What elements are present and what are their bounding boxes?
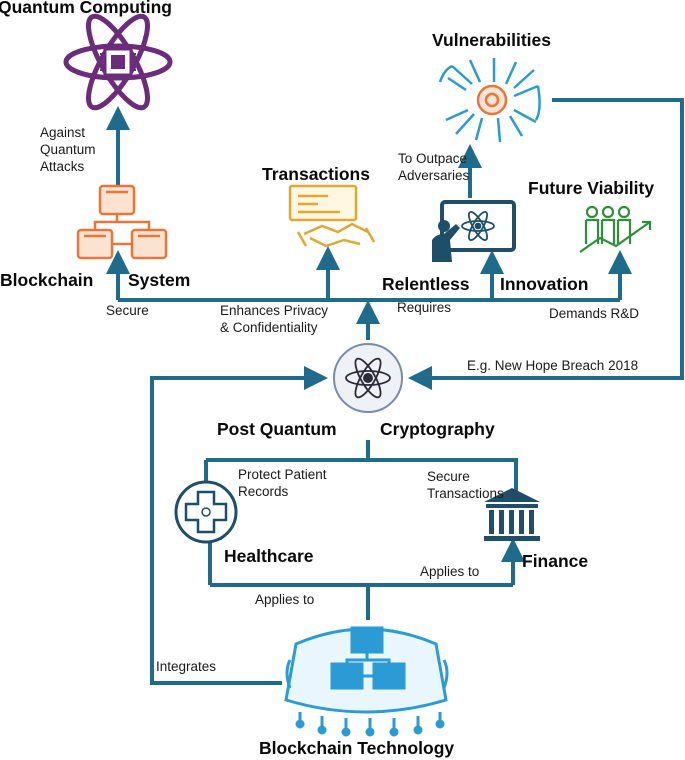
future-viability-icon: [579, 205, 652, 253]
pqc-icon: [333, 343, 403, 413]
node-relentless-innovation-part1: Relentless: [382, 274, 470, 294]
node-healthcare: Healthcare: [224, 546, 314, 566]
edge-label-integrates: Integrates: [156, 659, 217, 674]
edge-label-applies-health: Applies to: [255, 592, 315, 607]
arrow-integrates-to-pqc: [150, 366, 328, 685]
node-transactions: Transactions: [262, 164, 370, 184]
edge-label-protect-patient: Protect Patient Records: [238, 467, 327, 499]
vulnerabilities-icon: [438, 58, 541, 143]
edge-label-requires: Requires: [397, 300, 452, 315]
finance-icon: [484, 488, 540, 541]
node-future-viability: Future Viability: [528, 178, 655, 198]
node-pqc-part1: Post Quantum: [217, 419, 337, 439]
edge-label-outpace: To Outpace Adversaries: [398, 151, 470, 183]
edge-label-against-quantum: Against Quantum Attacks: [40, 125, 96, 174]
node-blockchain-technology: Blockchain Technology: [259, 738, 455, 758]
transactions-icon: [288, 184, 376, 248]
node-quantum-computing: Quantum Computing: [0, 0, 173, 17]
node-relentless-innovation-part2: Innovation: [500, 274, 589, 294]
edge-label-enhances-privacy: Enhances Privacy & Confidentiality: [220, 303, 329, 335]
node-vulnerabilities: Vulnerabilities: [432, 30, 551, 50]
innovation-icon: [432, 200, 516, 262]
bracket-applications: [206, 458, 518, 498]
edge-label-secure: Secure: [106, 303, 149, 318]
node-blockchain-system-part1: Blockchain: [0, 270, 94, 290]
healthcare-icon: [174, 480, 238, 544]
node-blockchain-system-part2: System: [128, 270, 191, 290]
quantum-computing-icon: [63, 13, 173, 111]
arrow-vulnerabilities-to-pqc: [408, 98, 684, 390]
edge-label-applies-finance: Applies to: [420, 564, 480, 579]
edge-label-new-hope: E.g. New Hope Breach 2018: [467, 358, 639, 373]
edge-label-demands-rd: Demands R&D: [549, 306, 640, 321]
edge-label-secure-transactions: Secure Transactions: [427, 469, 504, 501]
blockchain-technology-icon: [284, 626, 449, 737]
node-finance: Finance: [522, 551, 589, 571]
blockchain-system-icon: [76, 184, 168, 260]
node-pqc-part2: Cryptography: [380, 419, 495, 439]
